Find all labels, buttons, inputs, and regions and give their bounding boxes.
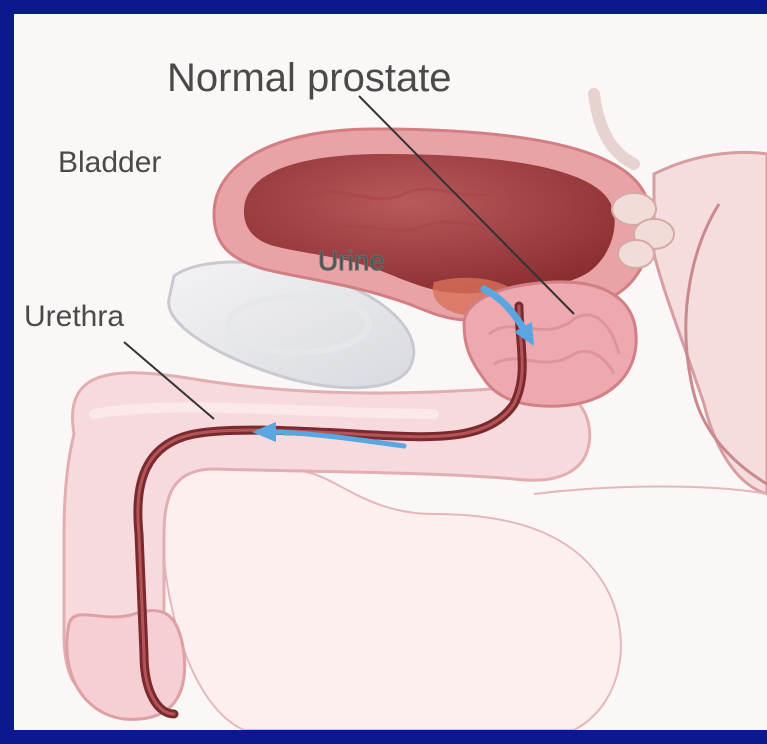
diagram-canvas: Normal prostate Bladder Urine Urethra (14, 14, 767, 730)
urethra-label: Urethra (24, 300, 124, 333)
rectum-tissue (654, 152, 767, 494)
glans (67, 610, 185, 719)
bladder-label: Bladder (58, 146, 161, 179)
prostate (464, 282, 636, 406)
urine-label: Urine (318, 245, 385, 276)
title-label: Normal prostate (167, 56, 452, 100)
anatomy-illustration: Normal prostate Bladder Urine Urethra (14, 14, 767, 730)
scrotum-tissue (162, 462, 621, 730)
shaft-highlight (94, 407, 434, 414)
lower-contour (534, 487, 767, 495)
